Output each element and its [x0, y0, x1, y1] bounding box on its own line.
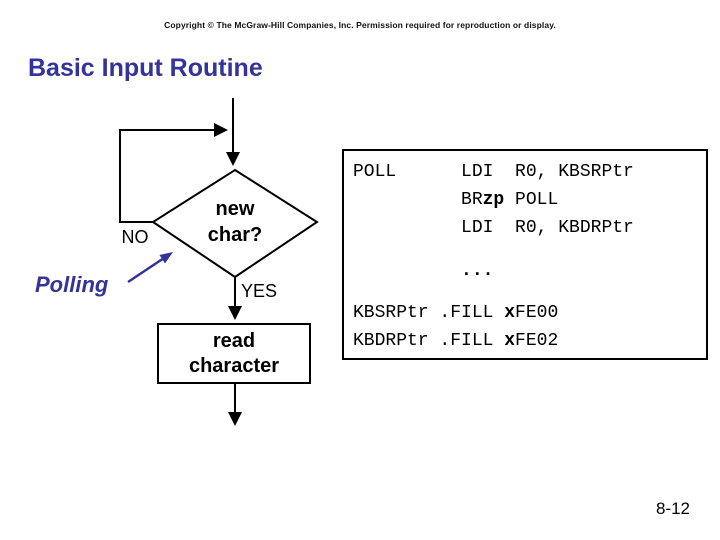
- code-line: BRzp POLL: [353, 190, 559, 210]
- copyright-line: Copyright © The McGraw-Hill Companies, I…: [164, 20, 556, 30]
- polling-annotation-arrow: [127, 252, 173, 284]
- code-line: ...: [461, 261, 494, 281]
- yes-arrow: [228, 277, 242, 320]
- decision-label-line2: char?: [207, 224, 263, 246]
- page-title: Basic Input Routine: [28, 54, 263, 82]
- code-line: KBSRPtr .FILL xFE00: [353, 303, 559, 323]
- no-loop-arrow: [119, 123, 228, 223]
- polling-annotation: Polling: [35, 272, 109, 297]
- exit-arrow: [228, 383, 242, 426]
- code-line: LDI R0, KBDRPtr: [353, 218, 634, 238]
- code-line: KBDRPtr .FILL xFE02: [353, 331, 559, 351]
- entry-arrow: [226, 98, 240, 166]
- process-label: read character: [158, 329, 310, 379]
- process-label-line2: character: [188, 355, 280, 377]
- process-label-line1: read: [212, 330, 256, 352]
- decision-label: new char?: [175, 196, 295, 248]
- page-number: 8-12: [655, 499, 690, 518]
- no-branch-label: NO: [121, 227, 149, 247]
- yes-branch-label: YES: [241, 281, 278, 301]
- assembly-code-box: POLL LDI R0, KBSRPtr BRzp POLL LDI R0, K…: [342, 149, 708, 360]
- code-line: POLL LDI R0, KBSRPtr: [353, 162, 634, 182]
- flowchart: [119, 98, 319, 426]
- decision-label-line1: new: [215, 198, 255, 220]
